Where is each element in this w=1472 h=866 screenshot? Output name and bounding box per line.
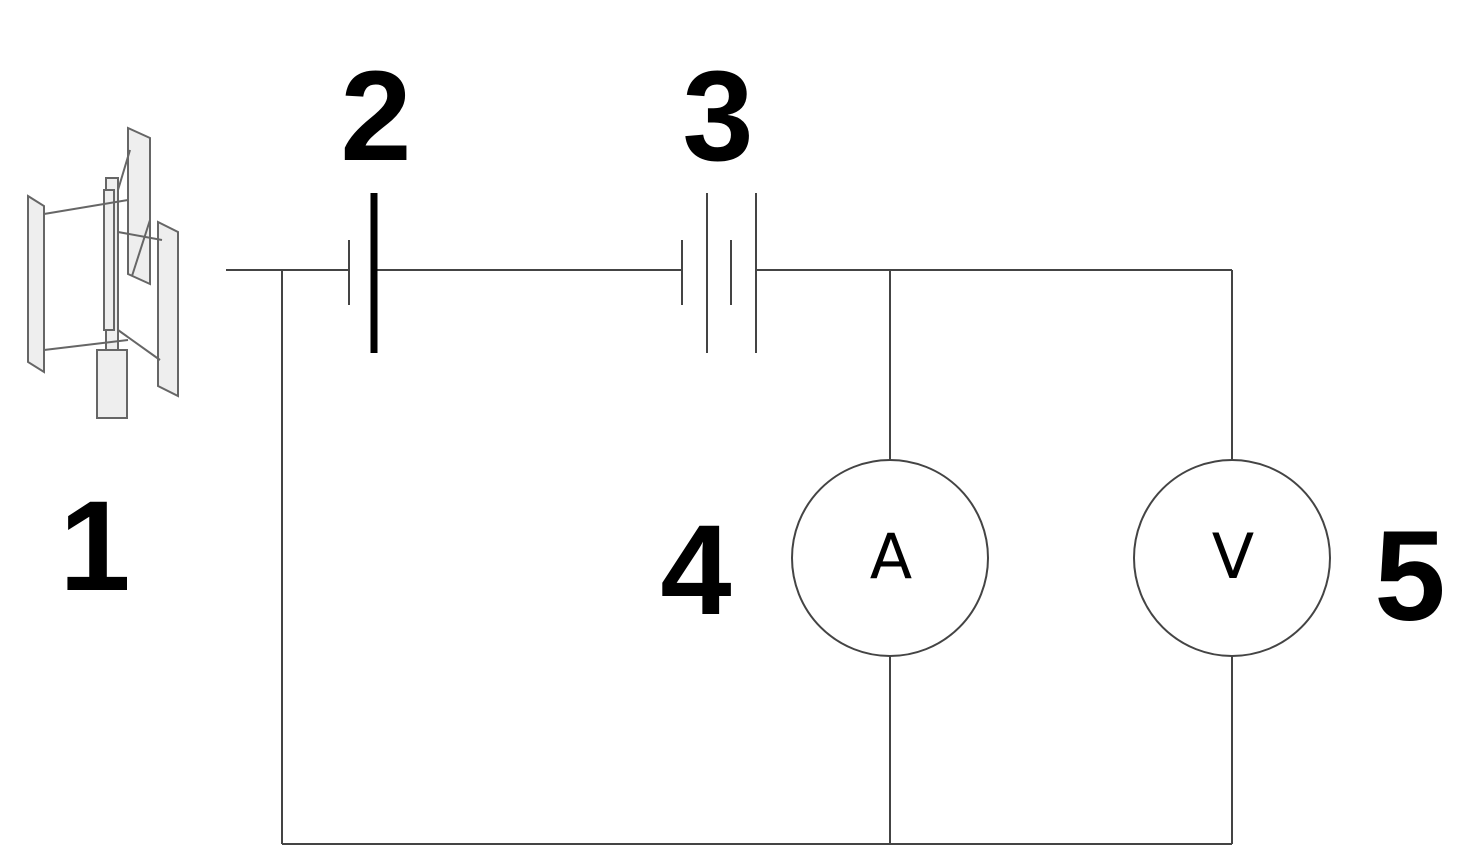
voltmeter: V (1133, 459, 1331, 657)
voltmeter-symbol: V (1212, 520, 1254, 593)
single-cell-symbol (348, 193, 378, 353)
label-ammeter: 4 (660, 499, 731, 642)
label-single-cell: 2 (340, 45, 411, 188)
label-turbine: 1 (59, 475, 130, 618)
ammeter-symbol: A (870, 520, 912, 593)
label-voltmeter: 5 (1374, 505, 1445, 648)
circuit-wires (226, 269, 1233, 845)
battery-symbol (681, 193, 757, 353)
label-battery: 3 (682, 45, 753, 188)
ammeter: A (791, 459, 989, 657)
wind-turbine-icon (27, 126, 179, 419)
